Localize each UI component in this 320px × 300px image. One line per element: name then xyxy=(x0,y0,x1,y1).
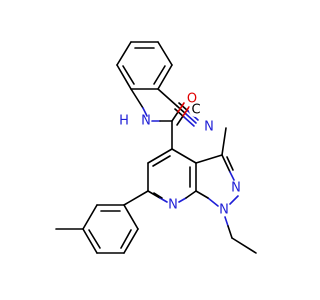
bond xyxy=(178,197,187,203)
bonds xyxy=(55,41,257,254)
bond xyxy=(171,148,197,164)
bond xyxy=(157,88,178,107)
bond xyxy=(130,88,144,109)
label-backdrop xyxy=(189,103,203,117)
bond xyxy=(120,229,132,249)
bond xyxy=(195,154,223,164)
bond xyxy=(157,41,173,66)
bond xyxy=(152,155,171,167)
bond xyxy=(231,237,257,254)
bond xyxy=(177,102,185,113)
bond xyxy=(82,204,98,230)
bond xyxy=(123,228,139,254)
bond xyxy=(116,41,132,66)
bond xyxy=(142,107,148,117)
bond xyxy=(221,154,231,173)
atom-label-pyrazole-n2: N xyxy=(231,181,241,196)
atom-label-amide-n: N xyxy=(141,114,151,129)
bond xyxy=(153,192,163,199)
bond xyxy=(183,116,195,127)
bond xyxy=(185,113,197,124)
bond xyxy=(224,216,229,227)
atom-label-carbonyl-o: O xyxy=(187,92,197,107)
bond xyxy=(182,106,190,117)
molecule-structure: C N N H O N N N xyxy=(55,41,257,254)
bond xyxy=(123,190,149,206)
bond xyxy=(153,65,166,85)
bond xyxy=(157,64,173,90)
atom-label-nitrile-c: C xyxy=(191,103,200,118)
bond xyxy=(195,190,209,199)
bond xyxy=(229,195,239,205)
atom-labels: C N N H O N N N xyxy=(119,92,241,218)
atom-label-pyridine-n: N xyxy=(168,198,178,213)
bond xyxy=(123,204,139,230)
bond xyxy=(147,190,161,199)
bond xyxy=(88,229,101,249)
bond xyxy=(227,225,233,239)
bond xyxy=(159,197,168,203)
bond xyxy=(185,190,197,199)
bond xyxy=(226,156,234,171)
bond xyxy=(82,228,98,254)
molecule-canvas: C N N H O N N N xyxy=(55,41,257,254)
bond xyxy=(147,148,173,164)
bond xyxy=(229,171,235,181)
bond xyxy=(207,197,219,207)
bond xyxy=(221,127,227,156)
atom-label-nitrile-n: N xyxy=(204,120,214,135)
bond xyxy=(176,115,184,126)
atom-label-pyrazole-n1: N xyxy=(219,203,229,218)
bond xyxy=(171,111,179,122)
atom-label-amide-h: H xyxy=(119,114,129,129)
bond xyxy=(122,65,135,85)
bond xyxy=(116,64,132,90)
